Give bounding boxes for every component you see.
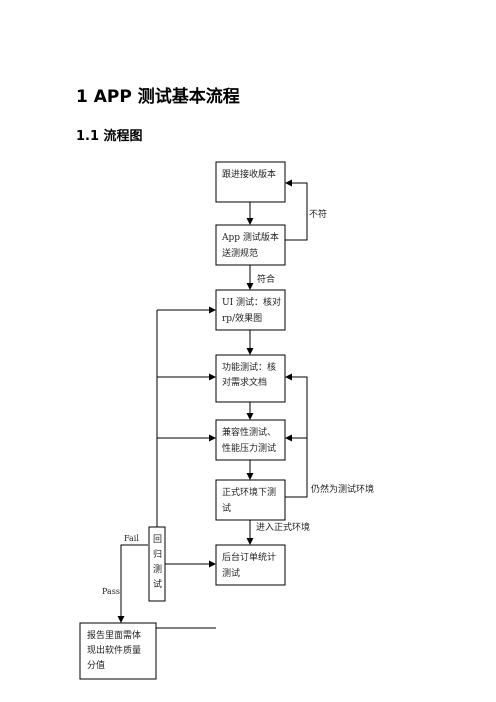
- node-function-label-1: 功能测试：核: [222, 361, 276, 373]
- node-ui-label-1: UI 测试：核对: [222, 296, 281, 308]
- node-backend-label-1: 后台订单统计: [222, 551, 276, 563]
- node-report-quality: [79, 622, 157, 680]
- node-backend-order-test: [215, 544, 286, 586]
- node-function-test: [215, 354, 286, 403]
- node-regression-label-1: 回: [153, 534, 162, 545]
- node-backend-label-2: 测试: [222, 567, 240, 579]
- edge-still-test-env-loop: [285, 373, 308, 498]
- node-report-label-3: 分值: [87, 659, 105, 671]
- node-prod-env-test: [215, 479, 286, 521]
- node-app-label-2: 送测规范: [222, 247, 258, 259]
- edge-label-match: 符合: [257, 273, 275, 285]
- edge-label-not-match: 不符: [309, 208, 327, 220]
- node-report-label-2: 现出软件质量: [87, 644, 141, 656]
- node-compat-label-1: 兼容性测试、: [222, 426, 276, 438]
- node-compat-label-2: 性能压力测试: [222, 442, 276, 454]
- node-regression-label-2: 归: [153, 548, 162, 560]
- edge-not-match-loop: [285, 179, 308, 241]
- node-regression-label-3: 测: [153, 564, 162, 575]
- node-function-label-2: 对需求文档: [222, 376, 267, 388]
- subsection-heading: 1.1 流程图: [76, 129, 143, 144]
- node-prod-label-1: 正式环境下测: [222, 486, 276, 498]
- node-receive-version: [215, 161, 286, 203]
- node-app-label-1: App 测试版本: [221, 231, 279, 243]
- node-ui-test: [215, 289, 286, 331]
- node-prod-label-2: 试: [222, 502, 231, 514]
- edge-label-fail: Fail: [124, 534, 139, 543]
- node-ui-label-2: rp/效果图: [222, 312, 262, 324]
- node-receive-label: 跟进接收版本: [222, 168, 276, 180]
- node-regression-label-4: 试: [153, 578, 162, 590]
- node-report-label-1: 报告里面需体: [87, 629, 141, 641]
- edge-label-still-test-env: 仍然为测试环境: [311, 483, 374, 495]
- node-app-version-check: [215, 224, 286, 266]
- edge-fail-pass: [117, 544, 148, 623]
- edge-label-enter-prod: 进入正式环境: [256, 521, 310, 533]
- section-heading: 1 APP 测试基本流程: [76, 87, 240, 107]
- node-compat-perf-test: [215, 419, 286, 461]
- edge-label-pass: Pass: [102, 587, 120, 596]
